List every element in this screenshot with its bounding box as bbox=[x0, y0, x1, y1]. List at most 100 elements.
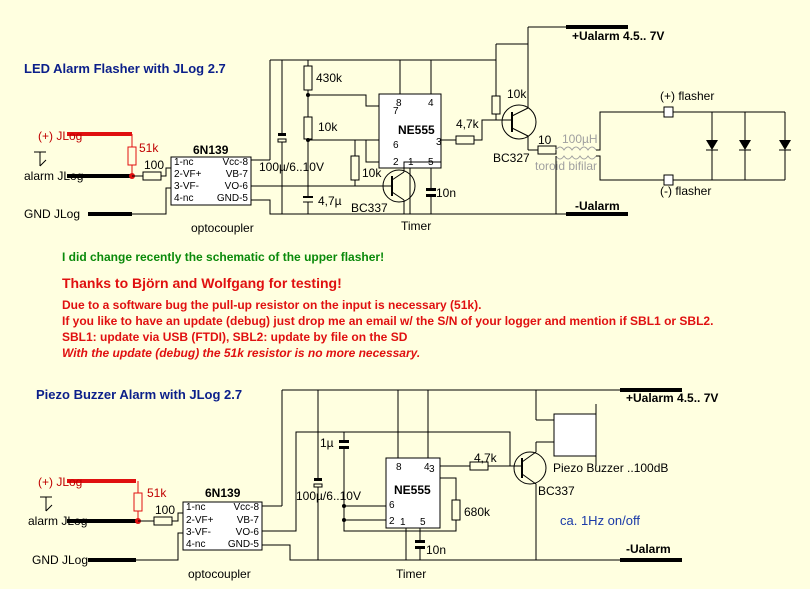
lower-r680k bbox=[451, 499, 461, 521]
lower-r51k bbox=[133, 492, 143, 512]
upper-r10k-c bbox=[491, 95, 501, 115]
lower-bc337 bbox=[513, 451, 547, 485]
svg-text:3: 3 bbox=[429, 464, 435, 475]
lower-ground-label: -Ualarm bbox=[626, 542, 671, 556]
upper-r430k bbox=[303, 65, 313, 91]
note-line-1: Due to a software bug the pull-up resist… bbox=[62, 298, 481, 312]
svg-text:6: 6 bbox=[393, 140, 399, 151]
upper-r47k bbox=[455, 135, 475, 145]
upper-supply-label: +Ualarm 4.5.. 7V bbox=[572, 29, 664, 43]
upper-r430k-label: 430k bbox=[316, 71, 343, 85]
lower-opto-pin3: 3-VF- bbox=[186, 527, 211, 538]
lower-buzzer bbox=[553, 413, 597, 457]
upper-flasher-minus-label: (-) flasher bbox=[660, 184, 711, 198]
upper-r10 bbox=[537, 145, 557, 155]
lower-opto-name: 6N139 bbox=[205, 486, 241, 500]
upper-opto-box bbox=[170, 156, 252, 206]
upper-l100-label: 100µH bbox=[562, 132, 598, 146]
upper-ground-label: -Ualarm bbox=[575, 199, 620, 213]
lower-title: Piezo Buzzer Alarm with JLog 2.7 bbox=[36, 387, 242, 402]
lower-r100-label: 100 bbox=[155, 503, 175, 517]
lower-timer-label: Timer bbox=[396, 567, 426, 581]
upper-input-plus-label: (+) JLog bbox=[38, 129, 82, 143]
note-line-4: With the update (debug) the 51k resistor… bbox=[62, 346, 420, 360]
note-green: I did change recently the schematic of t… bbox=[62, 250, 384, 264]
lower-opto-pin6: VO-6 bbox=[236, 527, 260, 538]
upper-r10k-a-label: 10k bbox=[318, 120, 338, 134]
upper-antenna-icon bbox=[34, 151, 47, 167]
lower-input-alarm-label: alarm JLog bbox=[28, 514, 87, 528]
upper-led-icon-2 bbox=[739, 112, 751, 180]
upper-opto-pin8: Vcc-8 bbox=[222, 157, 248, 168]
lower-opto-pin2: 2-VF+ bbox=[186, 515, 214, 526]
upper-opto-pin6: VO-6 bbox=[225, 181, 249, 192]
upper-r100 bbox=[142, 171, 162, 181]
upper-c10n-label: 10n bbox=[436, 186, 456, 200]
upper-led-icon-1 bbox=[706, 112, 718, 180]
svg-text:4: 4 bbox=[428, 98, 434, 109]
svg-text:8: 8 bbox=[396, 462, 402, 473]
upper-ne555 bbox=[378, 93, 442, 169]
svg-text:5: 5 bbox=[420, 517, 426, 528]
lower-c1u-label: 1µ bbox=[320, 436, 334, 450]
lower-opto-box bbox=[182, 501, 263, 551]
svg-text:8: 8 bbox=[396, 98, 402, 109]
upper-r10k-a bbox=[303, 116, 313, 140]
lower-r51k-label: 51k bbox=[147, 486, 167, 500]
lower-r100 bbox=[153, 516, 173, 526]
lower-r680k-label: 680k bbox=[464, 505, 491, 519]
upper-r10k-b bbox=[350, 155, 360, 181]
upper-r10-label: 10 bbox=[538, 133, 552, 147]
note-line-3: SBL1: update via USB (FTDI), SBL2: updat… bbox=[62, 330, 408, 344]
lower-ne555 bbox=[385, 457, 441, 529]
lower-r47k-label: 4,7k bbox=[474, 451, 498, 465]
upper-r10k-b-label: 10k bbox=[362, 166, 382, 180]
lower-supply-label: +Ualarm 4.5.. 7V bbox=[626, 391, 718, 405]
svg-text:4: 4 bbox=[424, 462, 430, 473]
upper-led-icon-3 bbox=[779, 112, 791, 180]
note-thanks: Thanks to Björn and Wolfgang for testing… bbox=[62, 275, 342, 291]
upper-inductor bbox=[555, 146, 597, 151]
upper-opto-pin7: VB-7 bbox=[226, 169, 249, 180]
svg-text:1: 1 bbox=[400, 517, 406, 528]
upper-ne555-label: NE555 bbox=[398, 123, 435, 137]
upper-r47k-label: 4,7k bbox=[456, 117, 480, 131]
lower-freq-label: ca. 1Hz on/off bbox=[560, 513, 640, 528]
svg-text:3: 3 bbox=[436, 137, 442, 148]
lower-input-plus-label: (+) JLog bbox=[38, 475, 82, 489]
note-line-2: If you like to have an update (debug) ju… bbox=[62, 314, 713, 328]
notes: I did change recently the schematic of t… bbox=[62, 250, 713, 360]
lower-ne555-label: NE555 bbox=[394, 483, 431, 497]
upper-title: LED Alarm Flasher with JLog 2.7 bbox=[24, 61, 226, 76]
upper-bc327 bbox=[501, 104, 537, 140]
lower-opto-label: optocoupler bbox=[188, 567, 251, 581]
lower-opto-pin8: Vcc-8 bbox=[233, 502, 259, 513]
upper-input-gnd-label: GND JLog bbox=[24, 207, 80, 221]
lower-cbig-label: 100µ/6..10V bbox=[296, 489, 361, 503]
upper-r51k-label: 51k bbox=[139, 141, 159, 155]
upper-opto-label: optocoupler bbox=[191, 221, 254, 235]
upper-opto-pin1: 1-nc bbox=[174, 157, 193, 168]
upper-opto-pin3: 3-VF- bbox=[174, 181, 199, 192]
lower-opto-pin1: 1-nc bbox=[186, 502, 205, 513]
upper-flasher-plus-label: (+) flasher bbox=[660, 89, 714, 103]
upper-cbig-label: 100µ/6..10V bbox=[259, 160, 324, 174]
upper-bc327-label: BC327 bbox=[493, 151, 530, 165]
svg-text:7: 7 bbox=[393, 106, 399, 117]
svg-text:6: 6 bbox=[389, 500, 395, 511]
upper-flasher-plus-terminal bbox=[663, 106, 674, 118]
upper-timer-label: Timer bbox=[401, 219, 431, 233]
lower-opto-pin7: VB-7 bbox=[237, 515, 260, 526]
upper-opto-name: 6N139 bbox=[193, 143, 229, 157]
upper-c47-label: 4,7µ bbox=[318, 194, 342, 208]
lower-input-gnd-label: GND JLog bbox=[32, 553, 88, 567]
upper-bc337-label: BC337 bbox=[351, 201, 388, 215]
upper-input-alarm-label: alarm JLog bbox=[24, 169, 83, 183]
upper-opto-pin2: 2-VF+ bbox=[174, 169, 202, 180]
lower-opto-pin5: GND-5 bbox=[228, 539, 260, 550]
upper-toroid-label: torοid bifilar bbox=[535, 159, 597, 173]
upper-circuit: LED Alarm Flasher with JLog 2.7 +Ualarm … bbox=[24, 25, 791, 235]
svg-text:2: 2 bbox=[393, 157, 399, 168]
lower-c10n-label: 10n bbox=[426, 543, 446, 557]
